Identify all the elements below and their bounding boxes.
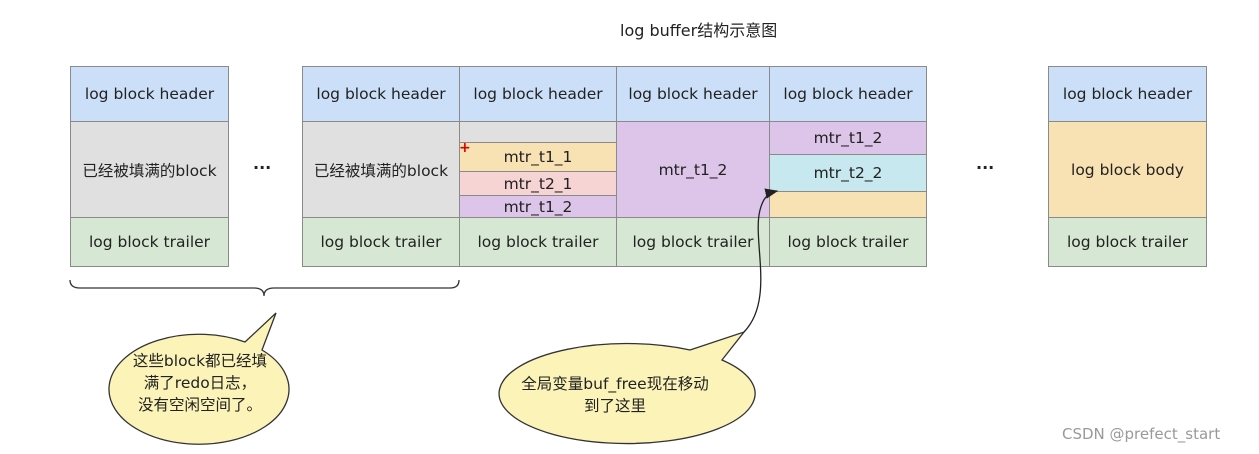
callout-left-text: 这些block都已经填 满了redo日志， 没有空闲空间了。 — [132, 352, 268, 414]
block2-header: log block header — [302, 66, 460, 122]
callout-right-text: 全局变量buf_free现在移动 到了这里 — [521, 375, 709, 415]
cursor-plus-icon: + — [459, 140, 471, 156]
diagram-title: log buffer结构示意图 — [620, 21, 778, 40]
watermark: CSDN @prefect_start — [1062, 425, 1221, 443]
block2-body: 已经被填满的block — [302, 121, 460, 218]
block3-used-space — [459, 121, 617, 143]
block4-header: log block header — [616, 66, 770, 122]
block4-trailer: log block trailer — [616, 217, 770, 267]
block5-free-space — [769, 191, 927, 218]
block3-header: log block header — [459, 66, 617, 122]
block1-trailer: log block trailer — [70, 217, 229, 267]
segment-mtr-t1-2: mtr_t1_2 — [459, 195, 617, 218]
brace — [69, 279, 460, 297]
segment-mtr-t2-1: mtr_t2_1 — [459, 171, 617, 196]
block-last-trailer: log block trailer — [1048, 217, 1207, 267]
block5-trailer: log block trailer — [769, 217, 927, 267]
segment-mtr-t1-1: mtr_t1_1 — [459, 142, 617, 172]
block-last-body: log block body — [1048, 121, 1207, 218]
segment-mtr-t2-2: mtr_t2_2 — [769, 154, 927, 192]
segment-mtr-t1-2-end: mtr_t1_2 — [769, 121, 927, 155]
block-last-header: log block header — [1048, 66, 1207, 122]
block1-header: log block header — [70, 66, 229, 122]
block3-trailer: log block trailer — [459, 217, 617, 267]
ellipsis-1: ··· — [253, 158, 272, 177]
ellipsis-2: ··· — [976, 158, 995, 177]
block1-body: 已经被填满的block — [70, 121, 229, 218]
segment-mtr-t1-2-full: mtr_t1_2 — [616, 121, 770, 218]
block5-header: log block header — [769, 66, 927, 122]
block2-trailer: log block trailer — [302, 217, 460, 267]
